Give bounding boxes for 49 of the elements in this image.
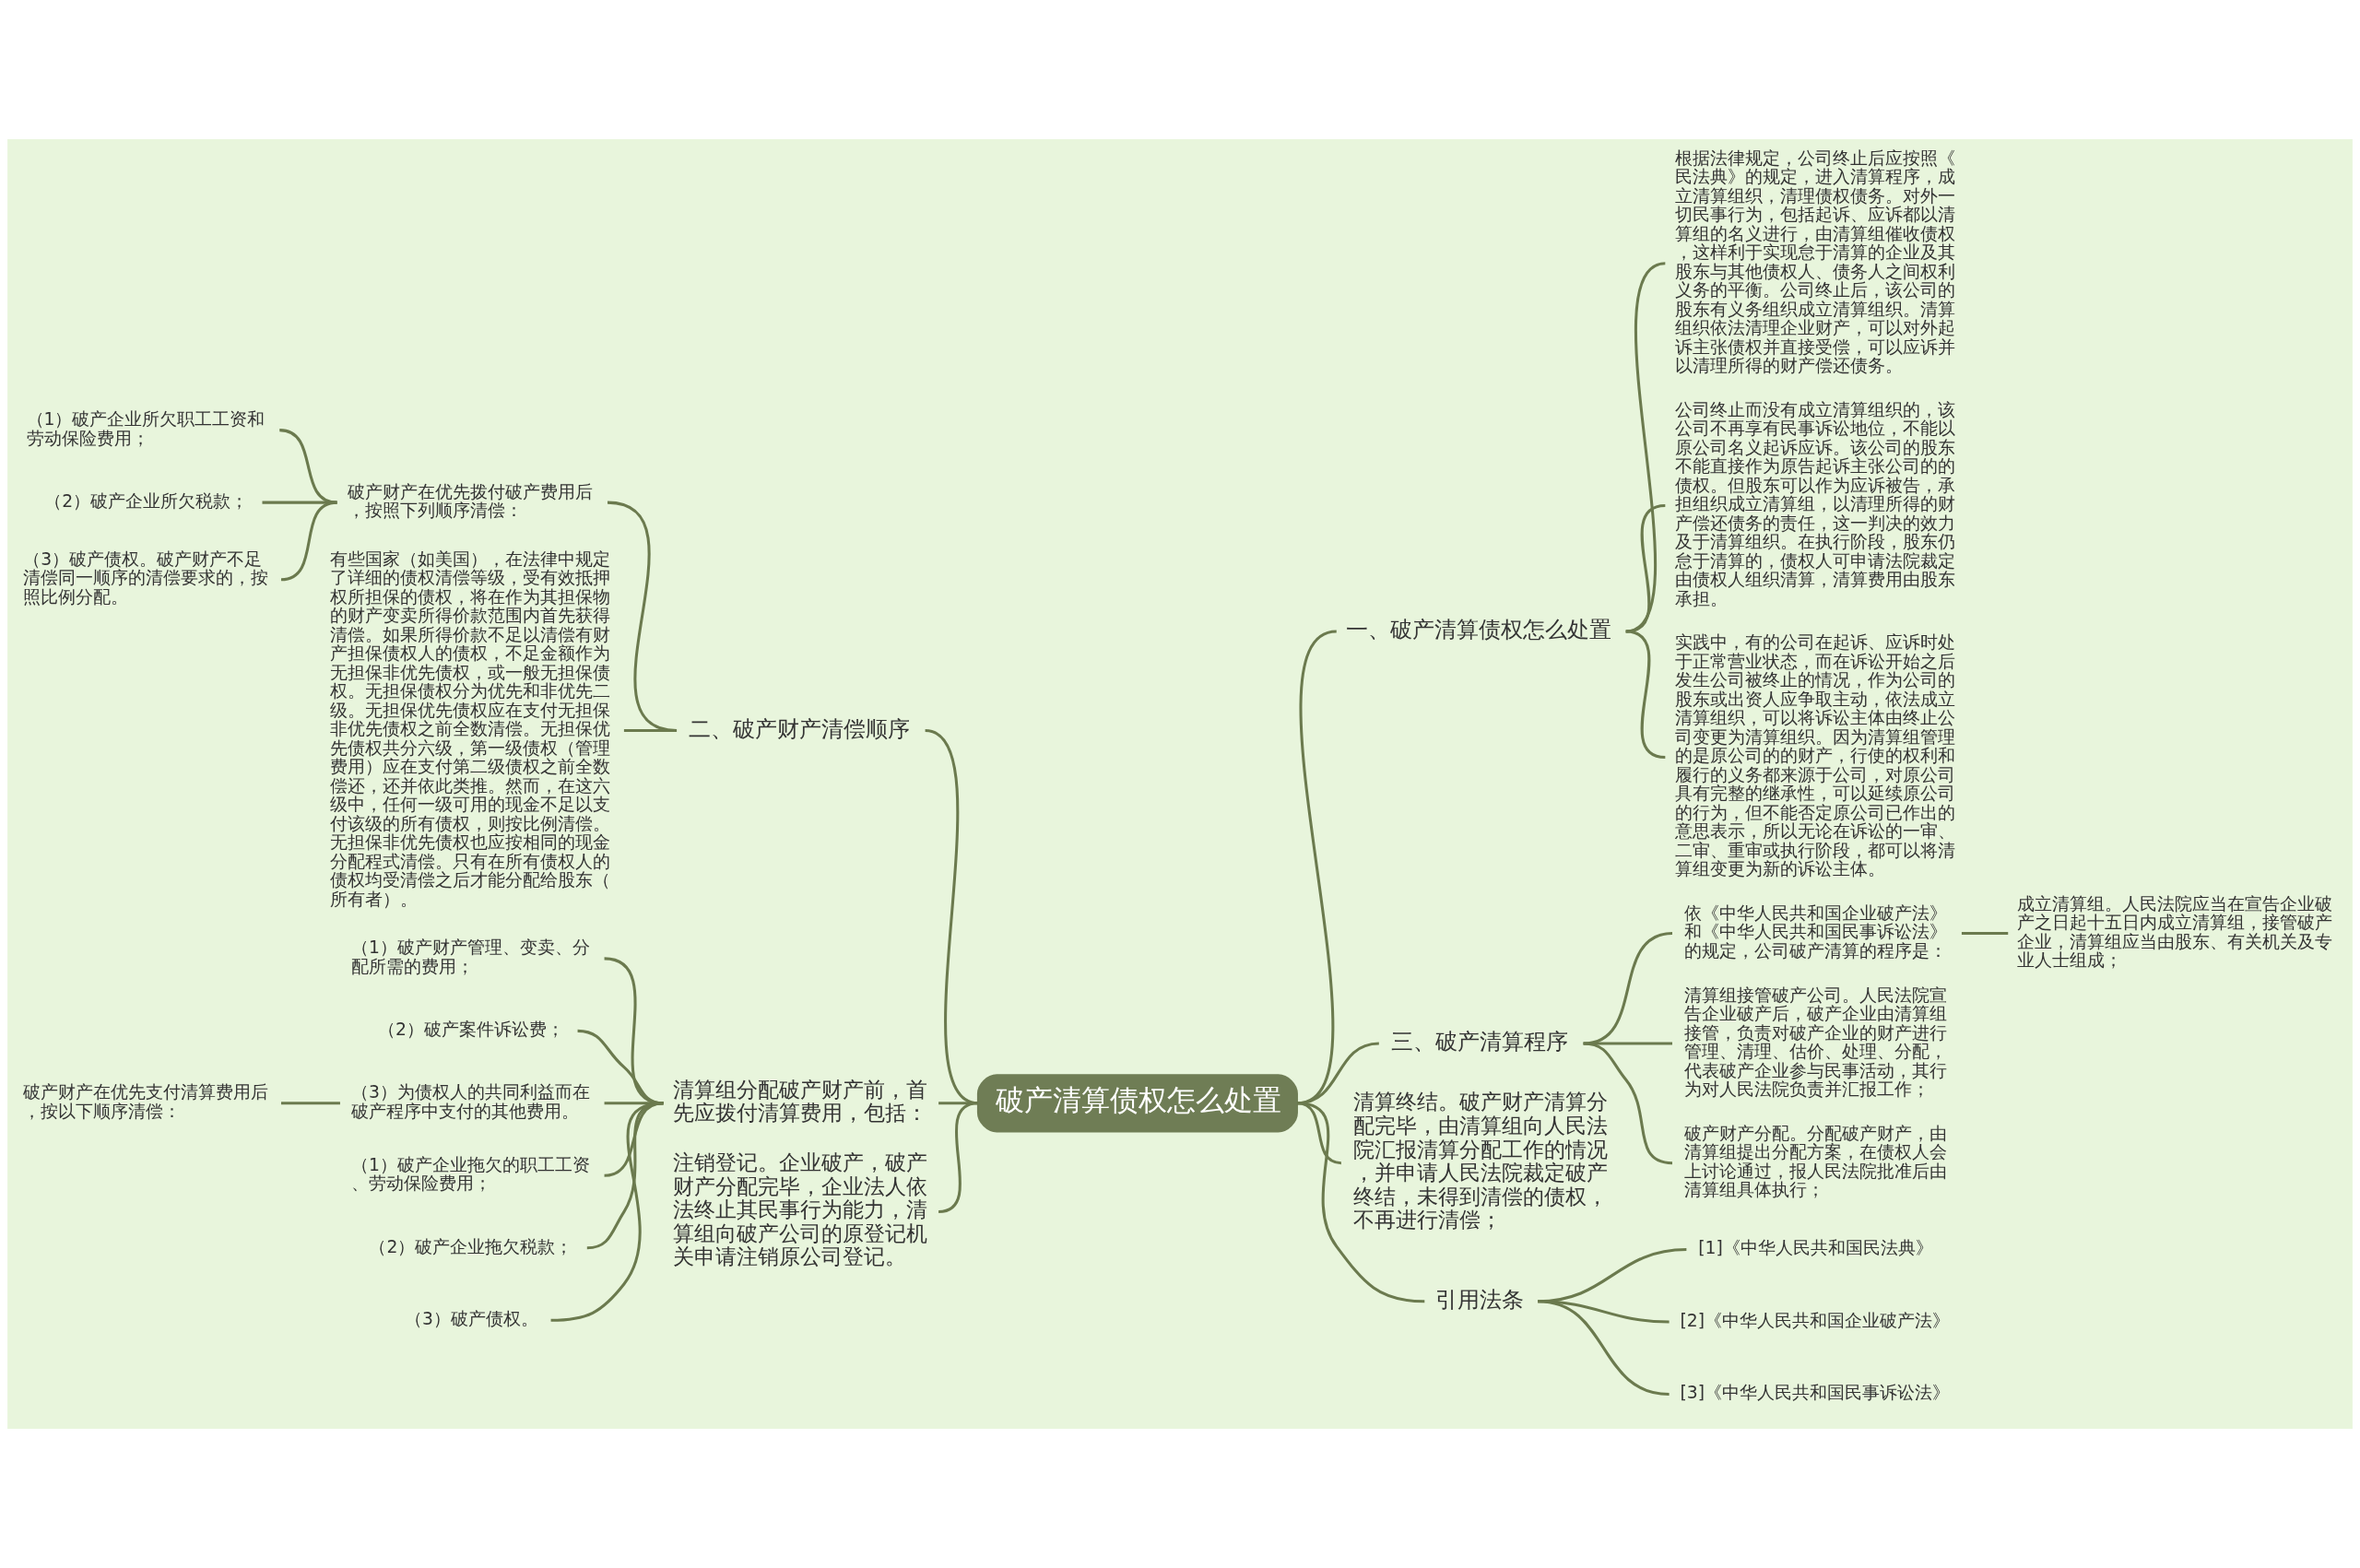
connector [586, 1102, 664, 1250]
node-text: 清算终结。破产财产清算分配完毕，由清算组向人民法院汇报清算分配工作的情况，并申请人民法院裁定破产终结，未得到清偿的债权，不再进行清偿； [1352, 1090, 1608, 1232]
node-text: （3）破产债权。破产财产不足清偿同一顺序的清偿要求的，按照比例分配。 [23, 549, 269, 607]
node-text: 公司终止而没有成立清算组织的，该公司不再享有民事诉讼地位，不能以原公司名义起诉应诉。该公司的股东不能直接作为原告起诉主张公司的的债权。但股东可以作为应诉被告，承担组织成立清算组，以清理所得的财产偿还债务的责任，这一判决的效力及于清算组织。在执行阶段，股东仍怠于清算的，债权人可申请法院裁定由债权人组织清算，清算费用由股东承担。 [1674, 399, 1955, 608]
connector [938, 1102, 979, 1214]
connector [280, 1102, 340, 1105]
connector [1625, 504, 1666, 633]
node-text: 有些国家（如美国），在法律中规定了详细的债权清偿等级，受有效抵押权所担保的债权，将在作为其担保物的财产变卖所得价款范围内首先获得清偿。如果所得价款不足以清偿有财产担保债权人的债权，不足金额作为无担保非优先债权，或一般无担保债权。无担保债权分为优先和非优先二级。无担保优先债权应在支付无担保非优先债权之前全数清偿。无担保优先债权共分六级，第一级债权（管理费用）应在支付第二级债权之前全数偿还，还并依此类推。然而，在这六级中，任何一级可用的现金不足以支付该级的所有债权，则按比例清偿。无担保非优先债权也应按相同的现金分配程式清偿。只有在所有债权人的债权均受清偿之后才能分配给股东（所有者）。 [329, 549, 610, 909]
connector [1961, 932, 2009, 936]
connector [1583, 1042, 1673, 1165]
connector [279, 429, 337, 504]
node-text: 清算组分配破产财产前，首先应拨付清算费用，包括： [672, 1077, 927, 1126]
node-text: 引用法条 [1435, 1287, 1525, 1314]
connector [938, 1102, 978, 1105]
node-text: 破产财产在优先拨付破产费用后，按照下列顺序清偿： [348, 481, 594, 521]
connector [1296, 1102, 1425, 1303]
node-text: （3）破产债权。 [404, 1309, 538, 1329]
node-text: 注销登记。企业破产，破产财产分配完毕，企业法人依法终止其民事行为能力，清算组向破产公司的原登记机关申请注销原公司登记。 [672, 1150, 927, 1269]
node-text: （2）破产案件诉讼费； [377, 1020, 564, 1040]
node-text: 成立清算组。人民法院应当在宣告企业破产之日起十五日内成立清算组，接管破产企业，清算组应当由股东、有关机关及专业人士组成； [2017, 893, 2333, 971]
node-text: 三、破产清算程序 [1390, 1029, 1568, 1055]
connector [280, 501, 337, 582]
node-text: 实践中，有的公司在起诉、应诉时处于正常营业状态，而在诉讼开始之后发生公司被终止的情况，作为公司的股东或出资人应争取主动，依法成立清算组织，可以将诉讼主体由终止公司变更为清算组织。因为清算组管理的是原公司的的财产，行使的权利和履行的义务都来源于公司，对原公司具有完整的继承性，可以延续原公司的行为，但不能否定原公司已作出的意思表示，所以无论在诉讼的一审、二审、重审或执行阶段，都可以将清算组变更为新的诉讼主体。 [1674, 632, 1955, 879]
node-text: （1）破产财产管理、变卖、分配所需的费用； [350, 937, 590, 976]
node-box: 破产清算债权怎么处置 [976, 1074, 1298, 1133]
connector [1537, 1300, 1670, 1396]
node-text: 根据法律规定，公司终止后应按照《民法典》的规定，进入清算程序，成立清算组织，清理债权债务。对外一切民事行为，包括起诉、应诉都以清算组的名义进行，由清算组催收债权，这样利于实现怠于清算的企业及其股东与其他债权人、债务人之间权利义务的平衡。公司终止后，该公司的股东有义务组织成立清算组织。清算组织依法清理企业财产，可以对外起诉主张债权并直接受偿，可以应诉并以清理所得的财产偿还债务。 [1674, 147, 1955, 376]
connector [550, 1102, 664, 1322]
node-text: [2]《中华人民共和国企业破产法》 [1680, 1310, 1951, 1330]
node-text: （2）破产企业拖欠税款； [369, 1236, 573, 1256]
node-text: 一、破产清算债权怎么处置 [1345, 617, 1611, 643]
node-text: （1）破产企业所欠职工工资和劳动保险费用； [26, 409, 266, 448]
node-text: （2）破产企业所欠税款； [44, 490, 249, 511]
node-text: 破产财产在优先支付清算费用后，按以下顺序清偿： [23, 1082, 269, 1121]
node-text: [3]《中华人民共和国民事诉讼法》 [1680, 1383, 1951, 1403]
node-text: [1]《中华人民共和国民法典》 [1698, 1238, 1933, 1258]
node-text: 破产财产分配。分配破产财产，由清算组提出分配方案，在债权人会上讨论通过，报人民法院批准后由清算组具体执行； [1683, 1123, 1947, 1200]
node-text: 依《中华人民共和国企业破产法》和《中华人民共和国民事诉讼法》的规定，公司破产清算的程序是： [1683, 902, 1947, 961]
node-text: 二、破产财产清偿顺序 [688, 715, 910, 742]
connector [1625, 262, 1666, 633]
connector [604, 1102, 664, 1177]
connector [623, 728, 678, 733]
connector [1296, 1102, 1342, 1165]
node-text: 清算组接管破产公司。人民法院宣告企业破产后，破产企业由清算组接管，负责对破产企业的财产进行管理、清理、估价、处理、分配，代表破产企业参与民事活动，其行为对人民法院负责并汇报工作； [1683, 984, 1947, 1099]
connector [1583, 1042, 1672, 1045]
connector [607, 501, 678, 732]
connector [1583, 932, 1673, 1045]
node-text: （3）为债权人的共同利益而在破产程序中支付的其他费用。 [350, 1082, 590, 1121]
node-text: （1）破产企业拖欠的职工工资、劳动保险费用； [350, 1154, 590, 1194]
